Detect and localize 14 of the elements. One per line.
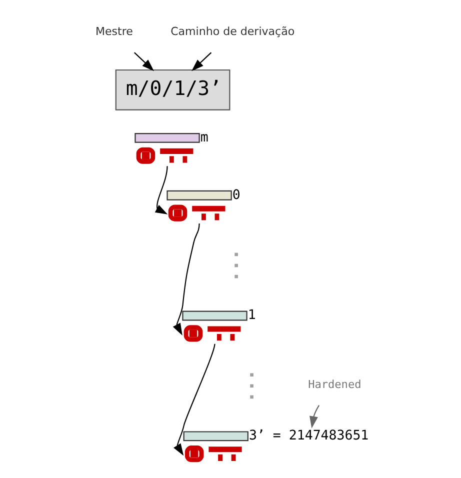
node-label: 3’ = 2147483651 bbox=[249, 428, 369, 444]
arrow bbox=[310, 405, 320, 428]
arrow bbox=[192, 52, 212, 72]
node-label: m bbox=[200, 130, 208, 146]
arrow bbox=[154, 166, 168, 214]
node-box: m/0/1/3’ bbox=[115, 69, 230, 110]
node-text: Mestre bbox=[95, 25, 133, 38]
node-label: 0 bbox=[232, 188, 240, 203]
arrow bbox=[172, 224, 200, 336]
node-label: 1 bbox=[248, 308, 256, 324]
arrow bbox=[174, 344, 216, 456]
node-text: Caminho de derivação bbox=[170, 25, 295, 38]
node-text: Hardened bbox=[308, 378, 362, 392]
arrow bbox=[134, 52, 154, 72]
